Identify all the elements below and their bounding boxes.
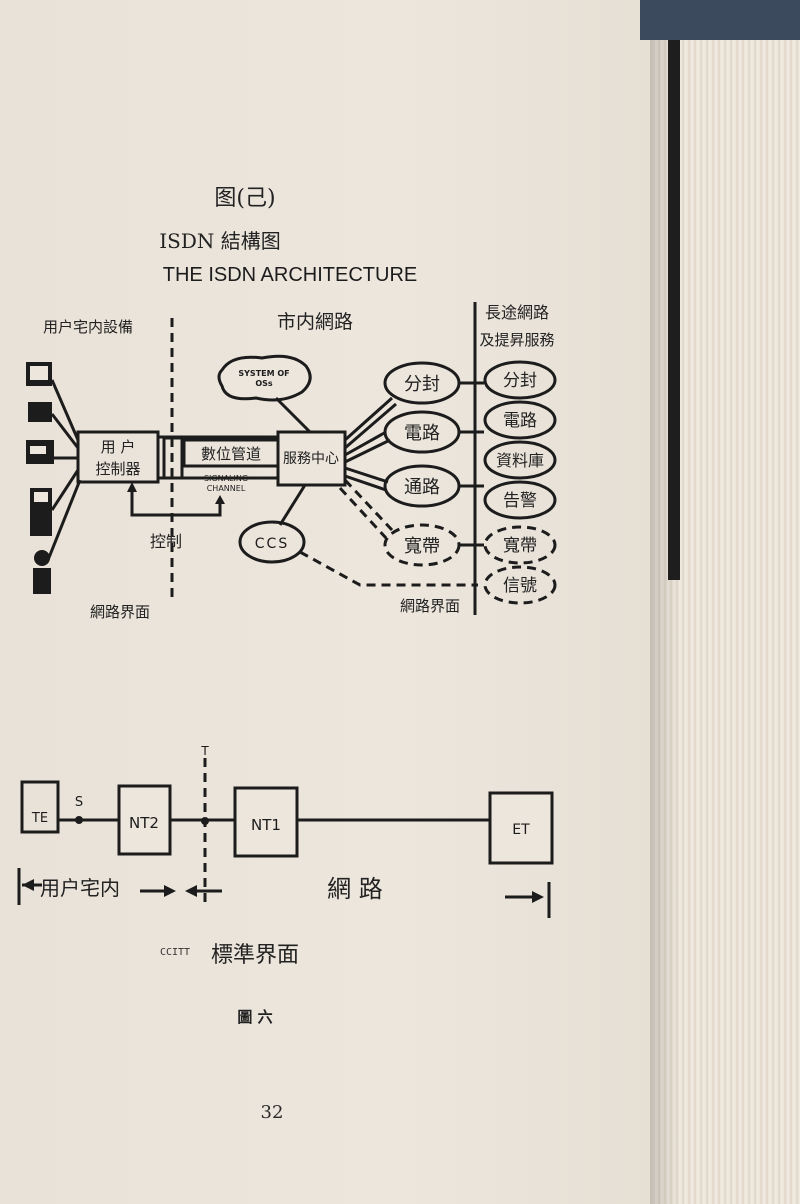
background-surface xyxy=(640,0,800,40)
ld-signaling-node xyxy=(483,565,557,605)
t-label: T xyxy=(200,744,209,758)
book-spine-edge xyxy=(668,40,680,580)
person-icon xyxy=(34,550,50,566)
figure-number-handwritten: 图(己) xyxy=(214,186,275,211)
nt2-label: NT2 xyxy=(129,814,159,832)
node-label: 分封 xyxy=(404,374,440,395)
signaling-label: SIGNALING xyxy=(204,474,248,483)
system-os-label: SYSTEM OF xyxy=(238,369,289,378)
et-label: ET xyxy=(512,822,530,838)
book-page xyxy=(0,0,660,1204)
ccs-signaling-link xyxy=(299,550,478,587)
node-label: 告警 xyxy=(503,491,537,511)
s-label: S xyxy=(75,795,83,810)
title-en: THE ISDN ARCHITECTURE xyxy=(163,264,417,286)
label-enhanced-services: 及提昇服務 xyxy=(479,331,554,349)
te-label: TE xyxy=(31,811,48,826)
label-long-distance: 長途網路 xyxy=(485,303,549,322)
nt1-box xyxy=(233,786,299,858)
standard-interface-label: 標準界面 xyxy=(211,943,299,968)
ccs-node xyxy=(238,520,306,564)
user-controller-label-2: 控制器 xyxy=(95,460,140,478)
node-label: 分封 xyxy=(503,371,537,391)
system-of-oss-cloud xyxy=(217,354,312,402)
network-label: 網 路 xyxy=(327,875,383,903)
node-label: 通路 xyxy=(404,477,440,498)
ld-database-node xyxy=(483,440,557,480)
t-point xyxy=(201,817,209,825)
figure-caption: 圖 六 xyxy=(237,1008,272,1026)
nt2-box xyxy=(117,784,172,856)
network-interface-label-right: 網路界面 xyxy=(400,597,460,615)
label-customer-premises: 用户宅内設備 xyxy=(43,318,133,336)
ld-circuit-node xyxy=(483,400,557,440)
control-arrowhead-right xyxy=(215,495,225,504)
interconnect-lines xyxy=(459,381,484,547)
system-os-label-2: OSs xyxy=(255,379,273,388)
ccitt-label: CCITT xyxy=(160,947,190,958)
network-interface-label-left: 網路界面 xyxy=(90,603,150,621)
control-path xyxy=(130,488,222,517)
service-links xyxy=(338,396,397,540)
long-distance-service-nodes: 分封 電路 資料庫 告警 寬帶 信號 xyxy=(483,360,557,605)
te-box xyxy=(20,780,60,834)
customer-premises-label: 用户宅内 xyxy=(40,876,120,900)
node-label: 電路 xyxy=(503,411,537,431)
ld-packet-node xyxy=(483,360,557,400)
nt1-label: NT1 xyxy=(251,816,281,834)
node-label: 電路 xyxy=(404,423,440,444)
s-point xyxy=(75,816,83,824)
ccs-label: CCS xyxy=(255,536,289,552)
terminal-devices xyxy=(26,362,82,594)
page-number: 32 xyxy=(261,1102,284,1123)
control-arrowhead-left xyxy=(127,482,137,492)
label-local-network: 市内網路 xyxy=(277,311,353,333)
range-arrows xyxy=(17,868,551,918)
node-label: 寬帶 xyxy=(404,536,440,557)
control-label: 控制 xyxy=(150,532,182,551)
service-center-box xyxy=(276,430,347,487)
local-service-nodes: 分封 電路 通路 寬帶 xyxy=(383,361,461,567)
et-box xyxy=(488,791,554,865)
user-controller-box xyxy=(76,430,160,484)
node-label: 資料庫 xyxy=(496,451,544,470)
signaling-label-2: CHANNEL xyxy=(207,484,246,493)
ld-alarm-node xyxy=(483,480,557,520)
title-cn: ISDN 結構图 xyxy=(159,229,281,253)
user-controller-label: 用 户 xyxy=(101,438,136,456)
telephone-icon xyxy=(28,402,52,422)
digital-pipe-label: 數位管道 xyxy=(201,445,261,463)
ld-broadband-node xyxy=(483,525,557,565)
service-center-label: 服務中心 xyxy=(283,451,339,467)
node-label: 信號 xyxy=(503,576,537,596)
node-label: 寬帶 xyxy=(503,536,537,556)
